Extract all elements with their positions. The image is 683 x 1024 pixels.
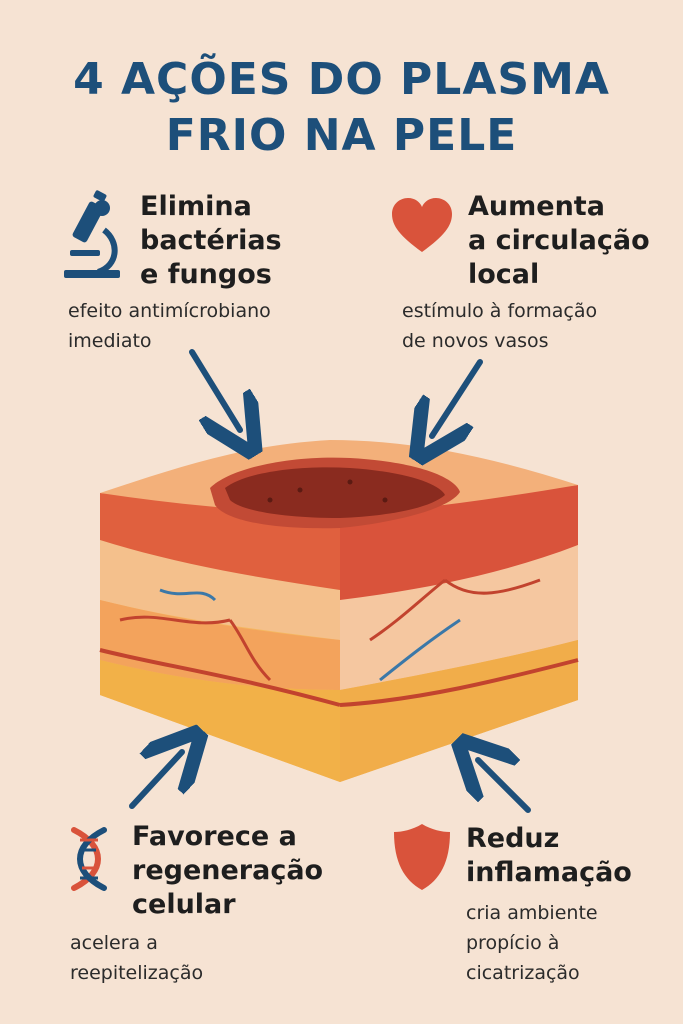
microscope-icon (58, 190, 124, 280)
action-increase-circulation: Aumenta a circulação local (468, 190, 678, 292)
action-eliminate-bacteria-detail: efeito antimícrobiano imediato (68, 296, 368, 356)
action-detail: cria ambiente propício à cicatrização (466, 902, 598, 984)
page-title: 4 AÇÕES DO PLASMA FRIO NA PELE (0, 52, 683, 164)
action-heading: Aumenta a circulação local (468, 191, 650, 290)
action-detail: estímulo à formação de novos vasos (402, 300, 598, 352)
title-line-2: FRIO NA PELE (165, 110, 518, 161)
action-cell-regeneration-detail: acelera a reepitelização (70, 928, 330, 988)
action-heading: Elimina bactérias e fungos (140, 191, 282, 290)
action-heading: Favorece a regeneração celular (132, 821, 324, 920)
action-heading: Reduz inflamação (466, 823, 632, 888)
action-reduce-inflammation-detail: cria ambiente propício à cicatrização (466, 898, 676, 988)
action-eliminate-bacteria: Elimina bactérias e fungos (140, 190, 400, 292)
heart-icon (390, 196, 454, 254)
action-reduce-inflammation: Reduz inflamação (466, 822, 676, 890)
action-detail: efeito antimícrobiano imediato (68, 300, 271, 352)
action-detail: acelera a reepitelização (70, 932, 204, 984)
action-increase-circulation-detail: estímulo à formação de novos vasos (402, 296, 677, 356)
dna-icon (66, 826, 112, 892)
shield-icon (392, 822, 452, 892)
action-cell-regeneration: Favorece a regeneração celular (132, 820, 382, 922)
title-line-1: 4 AÇÕES DO PLASMA (73, 54, 610, 105)
